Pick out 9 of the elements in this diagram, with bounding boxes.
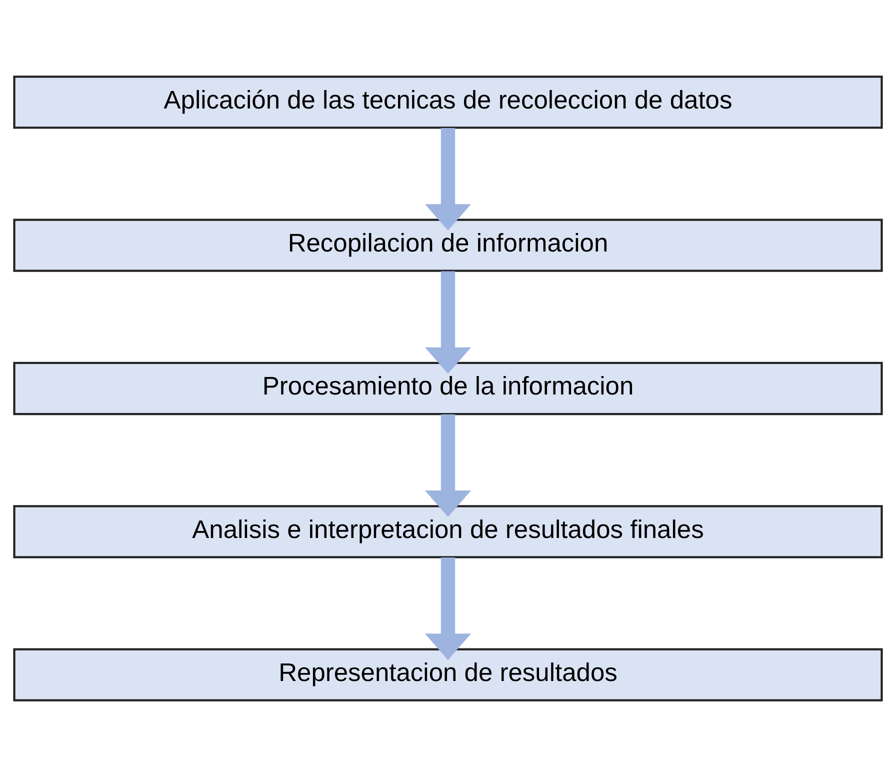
node-box: Aplicación de las tecnicas de recoleccion de datos (13, 76, 883, 129)
node-box: Representacion de resultados (13, 648, 883, 702)
node-box: Analisis e interpretacion de resultados finales (13, 505, 883, 558)
arrow (424, 128, 472, 231)
arrow (424, 414, 472, 517)
arrow (424, 558, 472, 660)
node-box: Recopilacion de informacion (13, 218, 883, 272)
node-box: Procesamiento de la informacion (13, 362, 883, 416)
arrow (424, 271, 472, 374)
